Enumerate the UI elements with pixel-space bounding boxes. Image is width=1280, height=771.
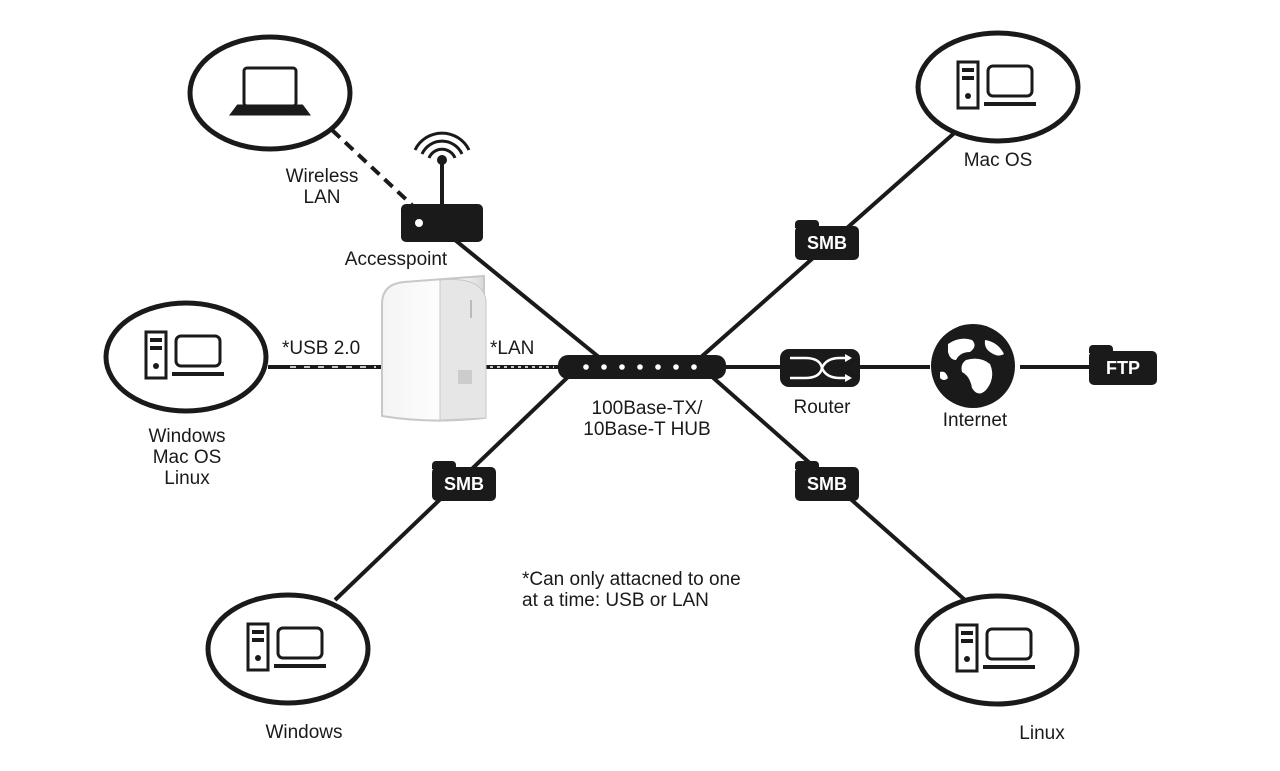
globe-icon (931, 324, 1015, 408)
laptop-icon (229, 66, 311, 116)
footnote-line1: *Can only attacned to one (522, 569, 741, 590)
windows-node (205, 592, 371, 706)
usb-link-label: *USB 2.0 (282, 338, 361, 359)
wireless-lan-label-line2: LAN (303, 187, 341, 208)
footnote-line2: at a time: USB or LAN (522, 590, 709, 611)
wireless-link (330, 128, 414, 207)
usb-client-label-line2: Mac OS (152, 447, 222, 468)
usb-client-label: Windows Mac OS Linux (126, 426, 248, 489)
wireless-laptop-node (187, 34, 353, 152)
smb-tag-mac: SMB (795, 220, 859, 260)
accesspoint-label: Accesspoint (344, 249, 448, 270)
linux-label: Linux (1019, 723, 1065, 744)
router-label: Router (793, 397, 851, 418)
link-accesspoint-hub (453, 238, 602, 360)
wireless-lan-label-line1: Wireless (285, 166, 359, 187)
mac-node (915, 30, 1081, 144)
smb-tag-windows: SMB (432, 461, 496, 501)
wireless-lan-label: Wireless LAN (270, 166, 374, 208)
ftp-tag: FTP (1089, 345, 1157, 385)
usb-client-node (103, 300, 269, 414)
internet-label: Internet (942, 410, 1008, 431)
router-icon (780, 349, 860, 387)
lan-link-label: *LAN (490, 338, 535, 359)
hub-label: 100Base-TX/ 10Base-T HUB (566, 398, 728, 440)
usb-client-label-line3: Linux (164, 468, 210, 489)
windows-label: Windows (265, 722, 343, 743)
smb-tag-linux: SMB (795, 461, 859, 501)
hub-label-line2: 10Base-T HUB (583, 419, 711, 440)
usb-client-label-line1: Windows (148, 426, 226, 447)
mac-label: Mac OS (963, 150, 1033, 171)
footnote: *Can only attacned to one at a time: USB… (522, 569, 741, 611)
linux-node (914, 593, 1080, 707)
hub-label-line1: 100Base-TX/ (591, 398, 703, 419)
nas-drive-icon (381, 274, 487, 422)
accesspoint-icon (401, 131, 483, 242)
hub-icon (558, 355, 726, 379)
